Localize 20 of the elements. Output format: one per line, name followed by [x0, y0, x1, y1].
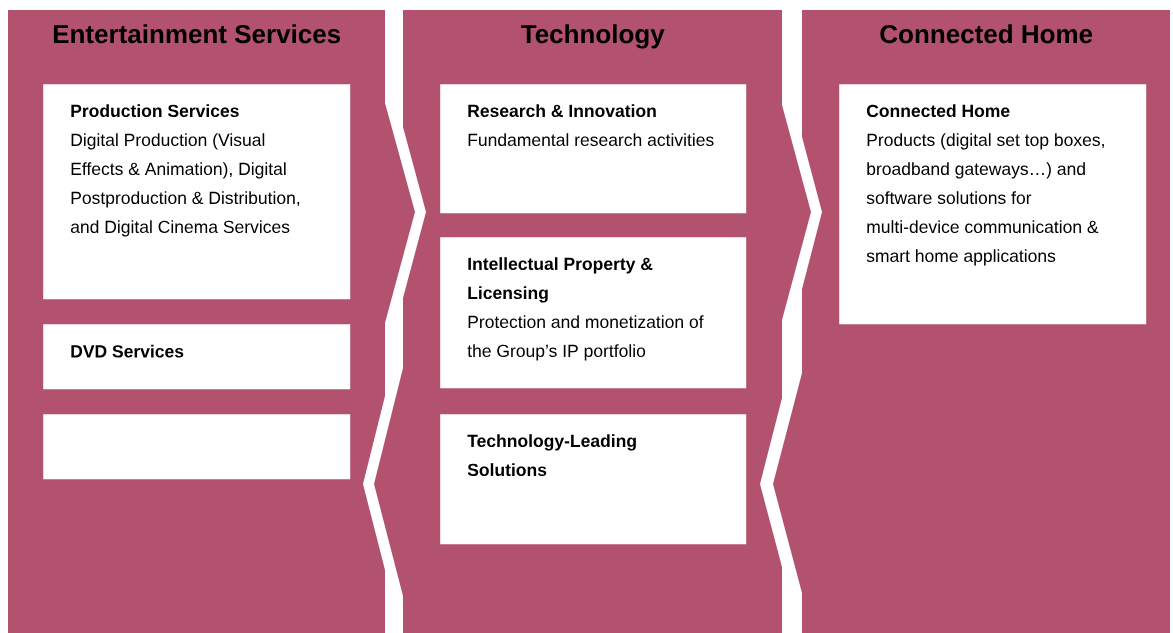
- info-box: [440, 237, 747, 389]
- info-box: [440, 84, 747, 214]
- box-heading: DVD Services: [71, 344, 184, 358]
- info-box: [43, 324, 351, 390]
- info-box: [440, 414, 747, 545]
- box-heading: Research & Innovation: [468, 104, 656, 118]
- box-text: Products (digital set top boxes, broadband gateways…) and software solutions for multi-device communication & smart home applications: [866, 133, 1104, 266]
- box-text: Protection and monetization of the Group’s IP portfolio: [467, 315, 704, 361]
- band-title: Entertainment Services: [53, 24, 341, 44]
- band-title: Connected Home: [880, 24, 1093, 44]
- box-heading: Production Services: [71, 104, 239, 118]
- box-text: Fundamental research activities: [468, 133, 714, 147]
- box-heading: Intellectual Property & Licensing: [468, 257, 653, 303]
- box-heading: Technology-Leading Solutions: [467, 434, 636, 477]
- info-box: [839, 84, 1147, 325]
- box-heading: Connected Home: [866, 104, 1010, 118]
- box-text: Digital Production (Visual Effects & Animation), Digital Postproduction & Distribution, and Digital Cinema Services: [70, 133, 300, 237]
- info-box: [43, 84, 351, 300]
- empty-box: [43, 414, 351, 480]
- band-title: Technology: [521, 24, 665, 49]
